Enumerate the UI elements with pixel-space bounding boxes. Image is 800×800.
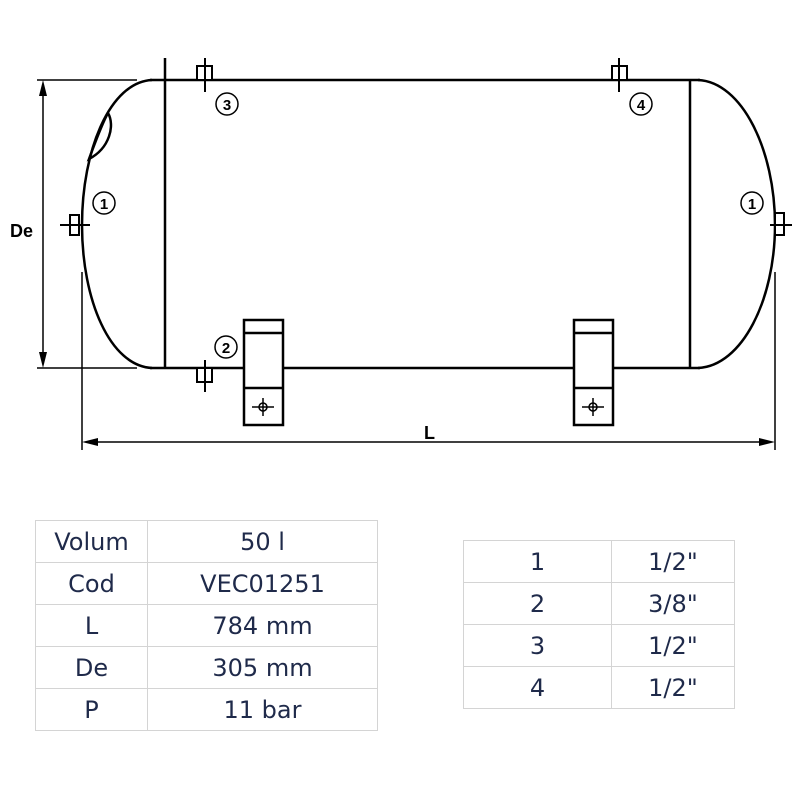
port-marker-1-right: [740, 191, 764, 215]
spec-label: P: [35, 688, 148, 731]
port-number: 4: [463, 666, 612, 709]
port-number: 3: [463, 624, 612, 667]
dimension-arrows: [39, 80, 775, 446]
spec-label: Volum: [35, 520, 148, 563]
spec-value: 50 l: [147, 520, 378, 563]
port-marker-1-left-label: 1: [100, 196, 108, 213]
spec-value: 11 bar: [147, 688, 378, 731]
port-marker-1-right-label: 1: [748, 196, 756, 213]
spec-label: De: [35, 646, 148, 689]
port-marker-2-label: 2: [222, 340, 230, 357]
spec-label: L: [35, 604, 148, 647]
tank-drawing: De L 1 2 3 4 1: [10, 58, 792, 450]
port-marker-2: [214, 335, 238, 359]
port-marker-3-label: 3: [223, 97, 231, 114]
left-head: [80, 78, 153, 370]
spec-value: 305 mm: [147, 646, 378, 689]
port-marker-3: [215, 92, 239, 116]
port-marker-4: [629, 92, 653, 116]
port-number: 2: [463, 582, 612, 625]
port-marker-4-label: 4: [637, 97, 646, 114]
sight-glass: [86, 110, 113, 162]
tank-body: [80, 58, 777, 370]
port-size: 1/2": [611, 624, 735, 667]
spec-value: 784 mm: [147, 604, 378, 647]
right-saddle: [572, 318, 615, 427]
spec-value: VEC01251: [147, 562, 378, 605]
ports: [60, 58, 792, 392]
right-head: [697, 78, 777, 370]
spec-label: Cod: [35, 562, 148, 605]
port-size: 3/8": [611, 582, 735, 625]
port-number: 1: [463, 540, 612, 583]
left-saddle: [242, 318, 285, 427]
dimension-l-label: L: [424, 423, 435, 443]
dimension-lines: [37, 79, 776, 450]
port-size: 1/2": [611, 666, 735, 709]
dimension-de-label: De: [10, 221, 33, 241]
port-marker-1-left: [92, 191, 116, 215]
port-size: 1/2": [611, 540, 735, 583]
